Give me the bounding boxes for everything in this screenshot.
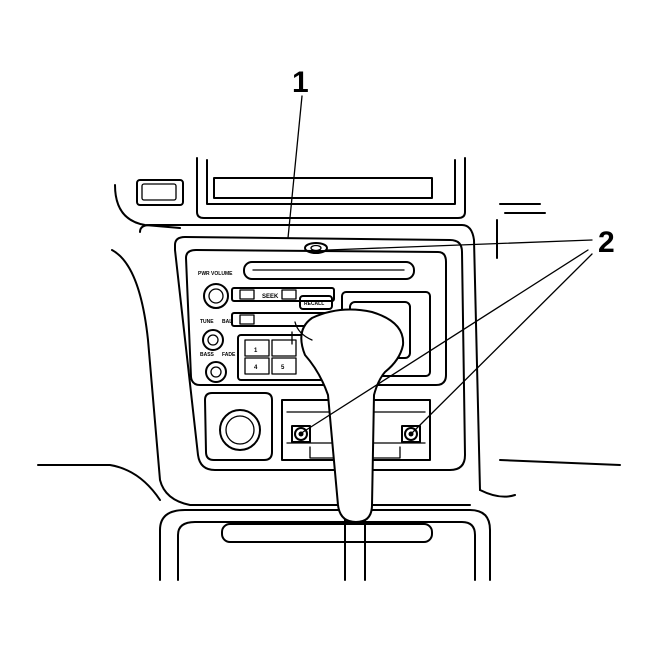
lower-panel	[204, 392, 431, 461]
hazard-button	[136, 179, 184, 206]
callout-leaders	[287, 95, 593, 433]
seek-label: SEEK	[262, 294, 279, 300]
bass-label: BASS	[200, 352, 215, 358]
preset-4-label: 4	[254, 365, 258, 371]
callout-label-2: 2	[598, 226, 615, 259]
lower-console	[159, 509, 491, 581]
pwr-volume-label: PWR VOLUME	[198, 271, 233, 277]
bal-label: BAL	[222, 319, 232, 325]
console-outline	[37, 224, 621, 506]
callout-label-1: 1	[292, 66, 309, 99]
lower-screw-left	[291, 425, 311, 443]
lower-screw-right	[401, 425, 421, 443]
shift-lever	[291, 308, 405, 581]
top-screw	[304, 242, 328, 254]
recall-label: RECALL	[304, 301, 324, 307]
preset-5-label: 5	[281, 365, 285, 371]
tune-label: TUNE	[200, 319, 214, 325]
preset-1-label: 1	[254, 348, 258, 354]
upper-dash	[114, 157, 546, 259]
fade-label: FADE	[222, 352, 236, 358]
radio-bezel: SEEK RECALL 1 4 5 PWR VOLUME TUNE BAL BA…	[174, 236, 466, 471]
